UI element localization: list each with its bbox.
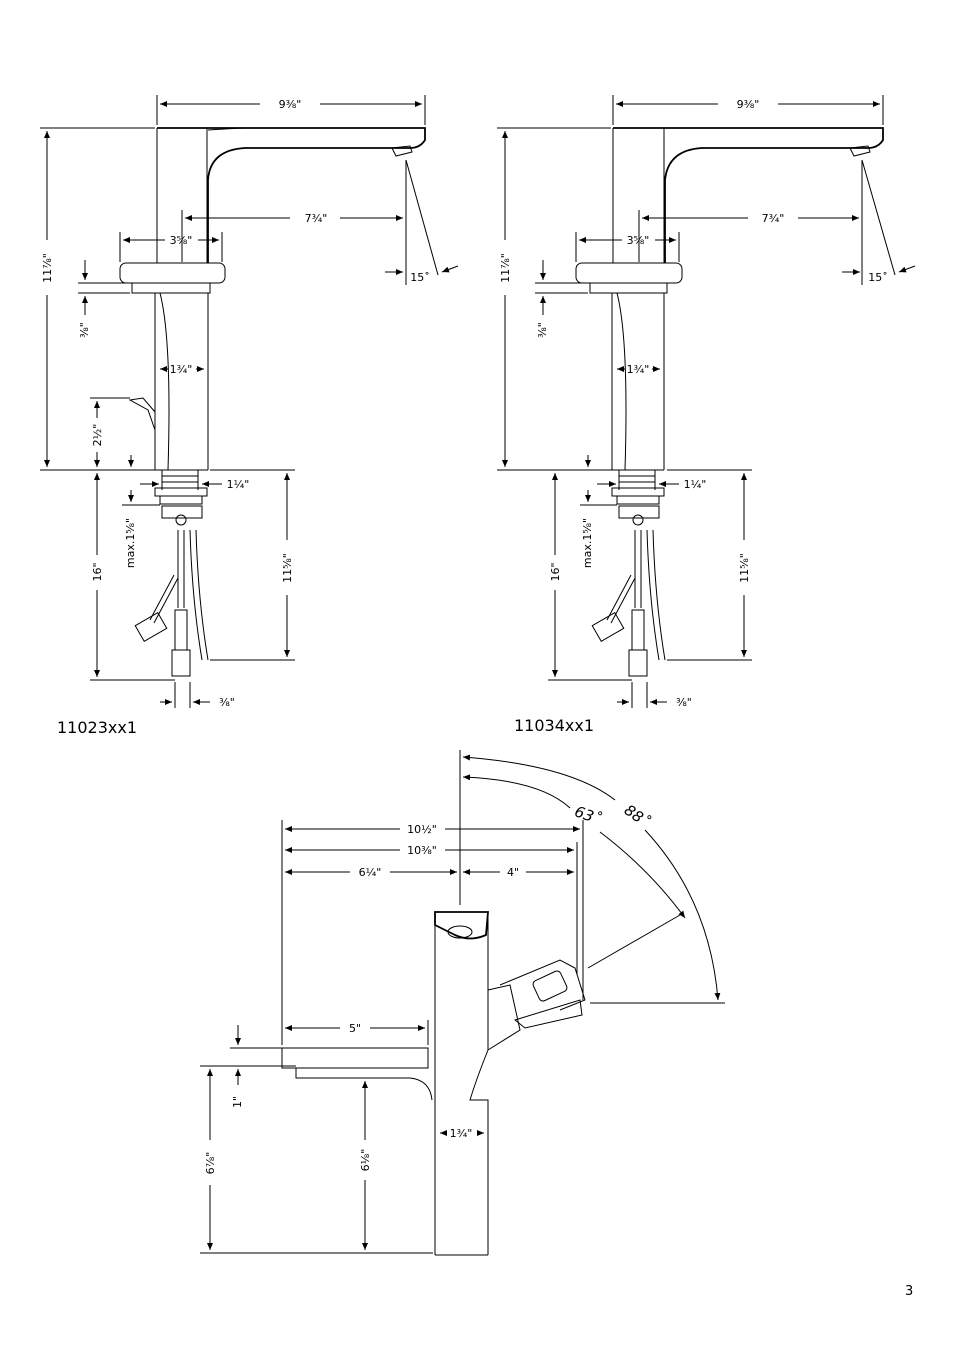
dim-plate-height: 1": [200, 1025, 296, 1108]
dim-plate-height-label: 1": [231, 1096, 244, 1108]
dim-width-handle-label: 10⅜": [407, 844, 437, 857]
dim-total-height-view: 6⅞": [200, 1069, 433, 1254]
dim-below-counter-2: 11⅝": [667, 469, 752, 661]
dim-plate-width: 5": [285, 1020, 429, 1045]
dim-connector-2: ⅜": [617, 682, 692, 709]
dim-reach-label: 7¾": [305, 212, 328, 225]
dim-angle-large: 88˚: [462, 754, 725, 1004]
dim-base-thickness-2: ⅜": [535, 260, 588, 338]
dim-thread-diameter: 1¼": [140, 478, 249, 491]
dim-spout-to-center: 6¼": [285, 866, 457, 879]
dim-total-height-label: 11⅞": [41, 253, 54, 283]
dim-hose-length-2: 16": [548, 473, 632, 681]
dim-spout-length-2: 9⅜": [612, 95, 884, 125]
dim-max-counter: max.1⅝": [122, 455, 160, 568]
dim-max-counter-label: max.1⅝": [124, 518, 137, 568]
dim-hose-length-2-label: 16": [549, 562, 562, 581]
dim-body-diameter-2-label: 1¾": [627, 363, 650, 376]
dim-body-diameter-view: 1¾": [440, 1127, 484, 1140]
dim-reach: 7¾": [181, 160, 407, 285]
dim-spout-length-2-label: 9⅜": [737, 98, 760, 111]
top-view-drawing: 10½" 10⅜" 6¼" 4" 63˚ 88˚: [200, 750, 725, 1256]
model-label-11034xx1: 11034xx1: [514, 716, 594, 735]
dim-thread-diameter-label: 1¼": [227, 478, 250, 491]
dim-base-width-label: 3⅝": [170, 234, 193, 247]
dim-hose-length: 16": [90, 473, 175, 681]
dim-handle-offset-label: 4": [507, 866, 519, 879]
dim-reach-2-label: 7¾": [762, 212, 785, 225]
faucet-outline: [119, 127, 426, 677]
dim-base-thickness: ⅜": [78, 260, 130, 338]
dim-base-thickness-label: ⅜": [78, 322, 91, 338]
dim-below-counter: 11⅝": [210, 469, 295, 661]
dim-body-height-label: 6⅛": [359, 1149, 372, 1172]
dim-angle-large-label: 88˚: [621, 801, 654, 831]
dim-spray-angle-2: 15˚: [842, 159, 916, 284]
dim-base-width-2: 3⅝": [575, 232, 680, 262]
dim-total-height-view-label: 6⅞": [204, 1152, 217, 1175]
dim-spout-length: 9⅜": [156, 95, 426, 125]
dim-spray-angle-2-label: 15˚: [868, 271, 888, 284]
dim-total-height-2: 11⅞": [497, 127, 611, 471]
dim-base-width: 3⅝": [119, 232, 223, 262]
dim-spray-angle-label: 15˚: [410, 271, 430, 284]
dim-thread-diameter-2-label: 1¼": [684, 478, 707, 491]
dim-total-height: 11⅞": [40, 127, 155, 471]
dim-base-width-2-label: 3⅝": [627, 234, 650, 247]
dim-base-thickness-2-label: ⅜": [536, 322, 549, 338]
dim-body-diameter: 1¾": [160, 363, 204, 376]
dim-reach-2: 7¾": [638, 160, 863, 285]
dim-angle-small-label: 63˚: [572, 802, 604, 828]
dim-width-overall-label: 10½": [407, 823, 437, 836]
drawing-11034xx1: 9⅜" 11⅞" 7¾" 3⅝" 15˚: [497, 95, 916, 735]
dim-spout-length-label: 9⅜": [279, 98, 302, 111]
dim-thread-diameter-2: 1¼": [597, 478, 706, 491]
dim-below-counter-2-label: 11⅝": [738, 553, 751, 583]
dim-max-counter-2-label: max.1⅝": [581, 518, 594, 568]
dim-handle-offset: 4": [463, 866, 574, 879]
model-label-11023xx1: 11023xx1: [57, 718, 137, 737]
dim-spout-to-center-label: 6¼": [359, 866, 382, 879]
dim-connector-2-label: ⅜": [676, 696, 692, 709]
drawing-11023xx1: 9⅜" 11⅞" 7¾" 3⅝" 15˚: [40, 95, 459, 737]
dim-hose-length-label: 16": [91, 562, 104, 581]
dim-width-handle: 10⅜": [285, 842, 578, 975]
dim-handle-height: 2½": [90, 397, 130, 467]
dim-max-counter-2: max.1⅝": [580, 455, 617, 568]
dim-handle-height-label: 2½": [91, 424, 104, 447]
dim-below-counter-label: 11⅝": [281, 553, 294, 583]
dim-body-diameter-2: 1¾": [617, 363, 660, 376]
top-view-outline: [281, 750, 586, 1256]
dim-connector: ⅜": [160, 682, 235, 709]
dim-body-height: 6⅛": [359, 1081, 372, 1250]
dim-width-overall: 10½": [281, 820, 584, 1045]
dim-body-diameter-view-label: 1¾": [450, 1127, 473, 1140]
dim-body-diameter-label: 1¾": [170, 363, 193, 376]
dim-spray-angle: 15˚: [385, 159, 459, 284]
dim-plate-width-label: 5": [349, 1022, 361, 1035]
faucet-outline-2: [575, 127, 884, 677]
dim-total-height-2-label: 11⅞": [499, 253, 512, 283]
dim-connector-label: ⅜": [219, 696, 235, 709]
page-number: 3: [905, 1284, 913, 1299]
